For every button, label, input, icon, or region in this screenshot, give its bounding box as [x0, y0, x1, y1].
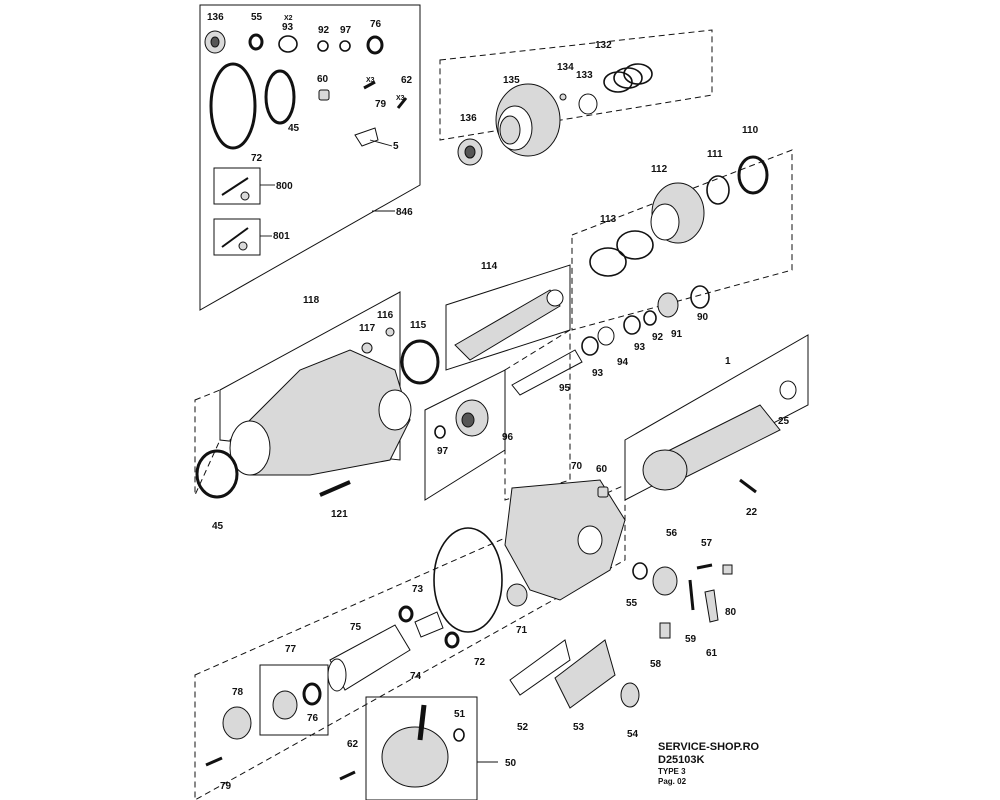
label-111: 111 [707, 149, 723, 160]
label-92-b: 92 [652, 332, 664, 343]
label-133: 133 [576, 70, 593, 81]
label-74: 74 [410, 671, 422, 682]
label-93-b: 93 [634, 342, 646, 353]
label-51: 51 [454, 709, 466, 720]
label-70: 70 [571, 461, 583, 472]
spindle-group [445, 264, 571, 371]
label-116: 116 [377, 310, 394, 321]
label-73: 73 [412, 584, 424, 595]
label-72: 72 [251, 153, 263, 164]
barrel-housing-group [194, 291, 440, 499]
label-54: 54 [627, 729, 639, 740]
selector-parts [632, 562, 733, 639]
label-60-b: 60 [596, 464, 608, 475]
label-79: 79 [375, 99, 387, 110]
label-x3-79: X3 [366, 77, 375, 84]
label-1: 1 [725, 356, 731, 367]
label-79-b: 79 [220, 781, 232, 792]
part-labels: 136 55 X2 93 92 97 76 60 X3 79 X3 62 45 … [207, 12, 790, 792]
type-label: TYPE 3 [658, 767, 686, 776]
label-80: 80 [725, 607, 737, 618]
label-118: 118 [303, 295, 320, 306]
model-number: D25103K [658, 754, 705, 766]
label-50: 50 [505, 758, 517, 769]
label-91: 91 [671, 329, 683, 340]
label-x3-62: X3 [396, 95, 405, 102]
label-60: 60 [317, 74, 329, 85]
label-56: 56 [666, 528, 678, 539]
label-134: 134 [557, 62, 574, 73]
label-93-c: 93 [592, 368, 604, 379]
label-97-b: 97 [437, 446, 449, 457]
label-45-b: 45 [212, 521, 224, 532]
label-77: 77 [285, 644, 297, 655]
label-94: 94 [617, 357, 629, 368]
gearbox-housing-group [194, 479, 626, 800]
label-45: 45 [288, 123, 300, 134]
label-71: 71 [516, 625, 528, 636]
label-132: 132 [595, 40, 612, 51]
label-58: 58 [650, 659, 662, 670]
label-117: 117 [359, 323, 376, 334]
label-110: 110 [742, 125, 759, 136]
label-136: 136 [207, 12, 224, 23]
label-53: 53 [573, 722, 585, 733]
kit-846-box [199, 4, 421, 311]
label-55: 55 [251, 12, 263, 23]
label-96: 96 [502, 432, 514, 443]
armature-group [624, 334, 809, 501]
label-76-b: 76 [307, 713, 319, 724]
shop-name: SERVICE-SHOP.RO [658, 741, 760, 753]
label-78: 78 [232, 687, 244, 698]
label-92: 92 [318, 25, 330, 36]
label-114: 114 [481, 261, 498, 272]
label-113: 113 [600, 214, 617, 225]
label-x2: X2 [284, 15, 293, 22]
label-25: 25 [778, 416, 790, 427]
label-75: 75 [350, 622, 362, 633]
label-95: 95 [559, 383, 571, 394]
label-62: 62 [401, 75, 413, 86]
label-22: 22 [746, 507, 758, 518]
front-housing-group [439, 29, 713, 166]
label-55-b: 55 [626, 598, 638, 609]
label-112: 112 [651, 164, 668, 175]
label-97: 97 [340, 25, 352, 36]
label-72-b: 72 [474, 657, 486, 668]
striker-group [424, 329, 571, 501]
label-57: 57 [701, 538, 713, 549]
label-93: 93 [282, 22, 294, 33]
label-121: 121 [331, 509, 348, 520]
label-76: 76 [370, 19, 382, 30]
gear-clutch-group [511, 149, 793, 396]
label-135: 135 [503, 75, 520, 86]
label-136-b: 136 [460, 113, 477, 124]
label-115: 115 [410, 320, 427, 331]
label-801: 801 [273, 231, 290, 242]
label-59: 59 [685, 634, 697, 645]
label-5: 5 [393, 141, 399, 152]
label-800: 800 [276, 181, 293, 192]
lower-parts [205, 605, 640, 800]
diagram-footer: SERVICE-SHOP.RO D25103K TYPE 3 Pag. 02 [658, 741, 759, 787]
label-846: 846 [396, 207, 413, 218]
page-label: Pag. 02 [658, 777, 687, 786]
label-62-b: 62 [347, 739, 359, 750]
label-61: 61 [706, 648, 718, 659]
label-90: 90 [697, 312, 709, 323]
label-52: 52 [517, 722, 529, 733]
